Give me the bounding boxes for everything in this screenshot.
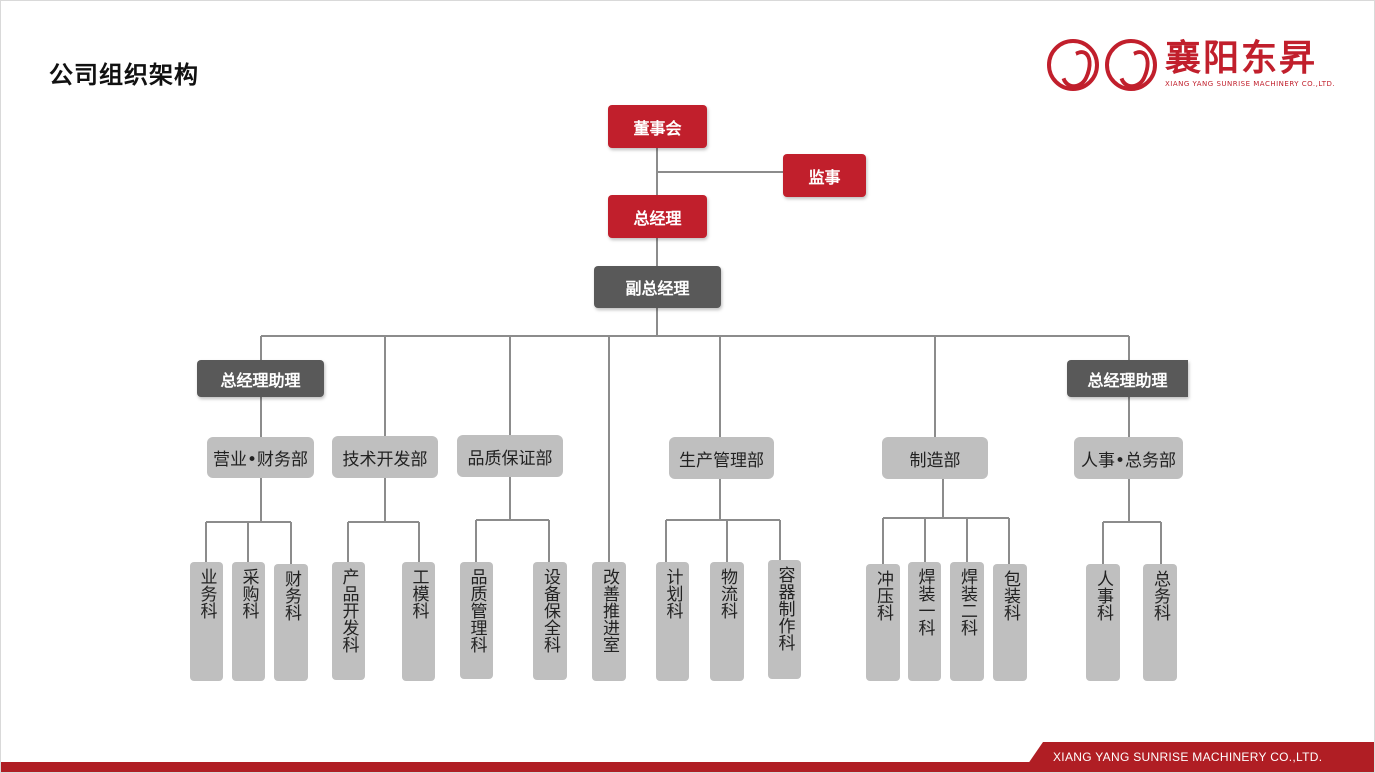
section-logistics: 物流科 bbox=[710, 562, 744, 681]
section-equipment-maintenance: 设备保全科 bbox=[533, 562, 567, 680]
footer-company-name: XIANG YANG SUNRISE MACHINERY CO.,LTD. bbox=[1053, 750, 1323, 764]
section-finance: 财务科 bbox=[274, 564, 308, 681]
section-product-development: 产品开发科 bbox=[332, 562, 365, 680]
supervisor-box: 监事 bbox=[783, 154, 866, 197]
section-quality-management: 品质管理科 bbox=[460, 562, 493, 679]
dept-sales-finance: 营业•财务部 bbox=[207, 437, 314, 478]
section-purchasing: 采购科 bbox=[232, 562, 265, 681]
logo-name-en: XIANG YANG SUNRISE MACHINERY CO.,LTD. bbox=[1165, 80, 1336, 88]
section-stamping: 冲压科 bbox=[866, 564, 900, 681]
section-container-making: 容器制作科 bbox=[768, 560, 801, 679]
section-welding-2: 焊装二科 bbox=[950, 562, 984, 681]
section-improvement-office: 改善推进室 bbox=[592, 562, 626, 681]
section-business: 业务科 bbox=[190, 562, 223, 681]
section-packaging: 包装科 bbox=[993, 564, 1027, 681]
logo-mark-icon bbox=[1105, 39, 1157, 91]
section-personnel: 人事科 bbox=[1086, 564, 1120, 681]
general-manager-box: 总经理 bbox=[608, 195, 707, 238]
dept-production-management: 生产管理部 bbox=[669, 437, 774, 479]
company-logo: 襄阳东昇 XIANG YANG SUNRISE MACHINERY CO.,LT… bbox=[1047, 38, 1335, 93]
dept-tech-development: 技术开发部 bbox=[332, 436, 438, 478]
board-box: 董事会 bbox=[608, 105, 707, 148]
dept-quality-assurance: 品质保证部 bbox=[457, 435, 563, 477]
logo-mark-icon bbox=[1047, 39, 1099, 91]
logo-name-cn: 襄阳东昇 bbox=[1165, 38, 1318, 79]
footer-tab bbox=[1021, 742, 1374, 772]
dept-manufacturing: 制造部 bbox=[882, 437, 988, 479]
page-title: 公司组织架构 bbox=[49, 61, 199, 89]
section-welding-1: 焊装一科 bbox=[908, 562, 941, 681]
footer-bar bbox=[1, 762, 1374, 772]
dept-hr-general-affairs: 人事•总务部 bbox=[1074, 437, 1183, 479]
section-general-affairs: 总务科 bbox=[1143, 564, 1177, 681]
assistant-right-box: 总经理助理 bbox=[1067, 360, 1188, 397]
vice-general-manager-box: 副总经理 bbox=[594, 266, 721, 308]
assistant-left-box: 总经理助理 bbox=[197, 360, 324, 397]
section-tooling: 工模科 bbox=[402, 562, 435, 681]
section-planning: 计划科 bbox=[656, 562, 689, 681]
